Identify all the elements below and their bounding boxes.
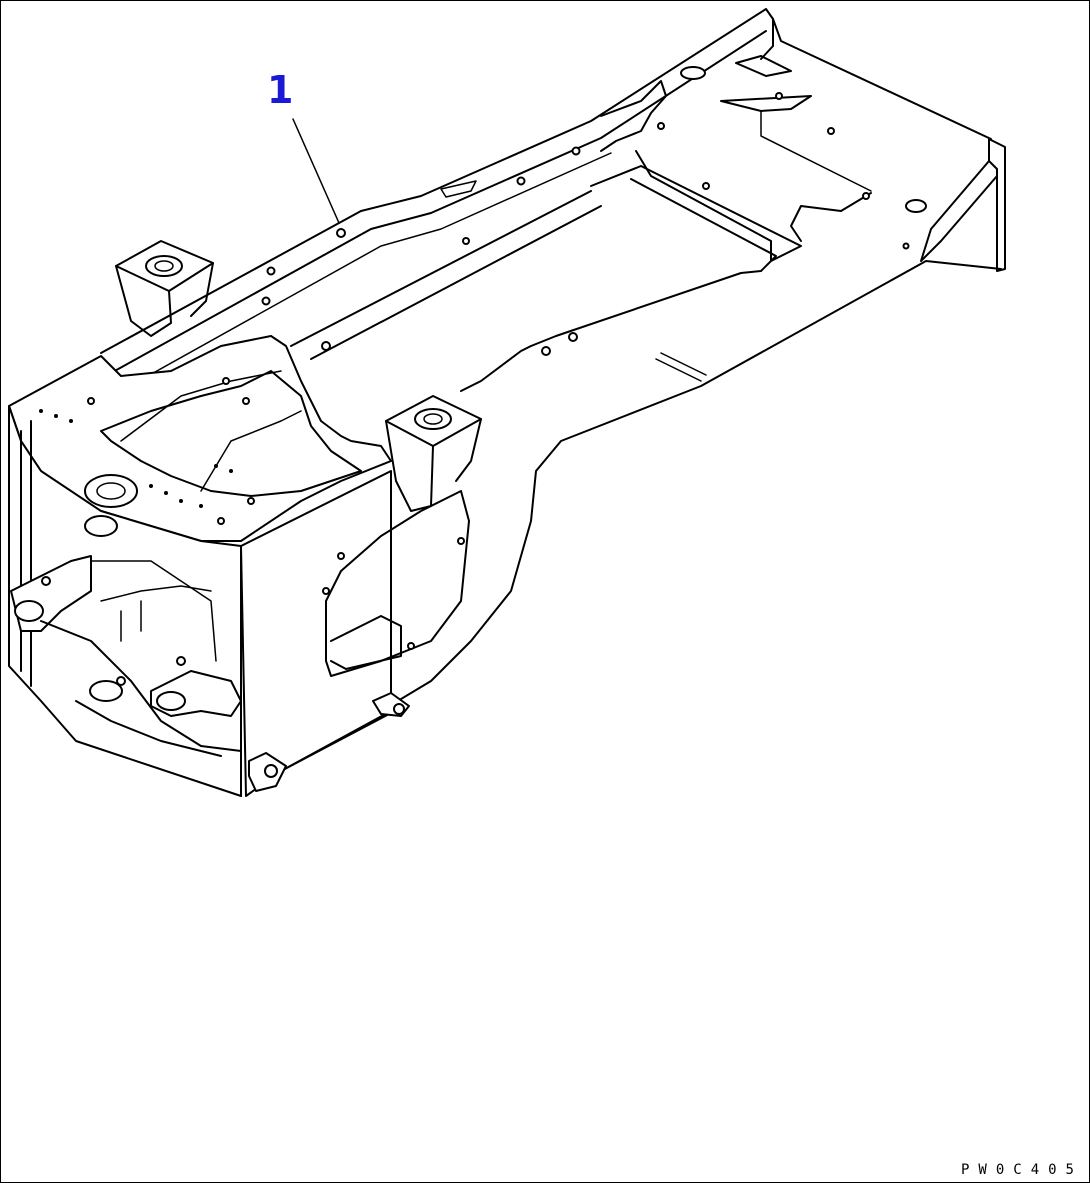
upper-rail (100, 8, 1002, 354)
pivot-boss-top (84, 474, 138, 508)
drawing-code-label: PW0C405 (960, 1162, 1083, 1178)
rear-end-plate (988, 138, 1006, 272)
callout-leader-line (292, 118, 340, 224)
lower-rail (380, 260, 1002, 712)
side-access-opening (325, 490, 470, 677)
part-callout-number: 1 (267, 68, 294, 112)
bolt-hole-pattern (39, 92, 910, 686)
